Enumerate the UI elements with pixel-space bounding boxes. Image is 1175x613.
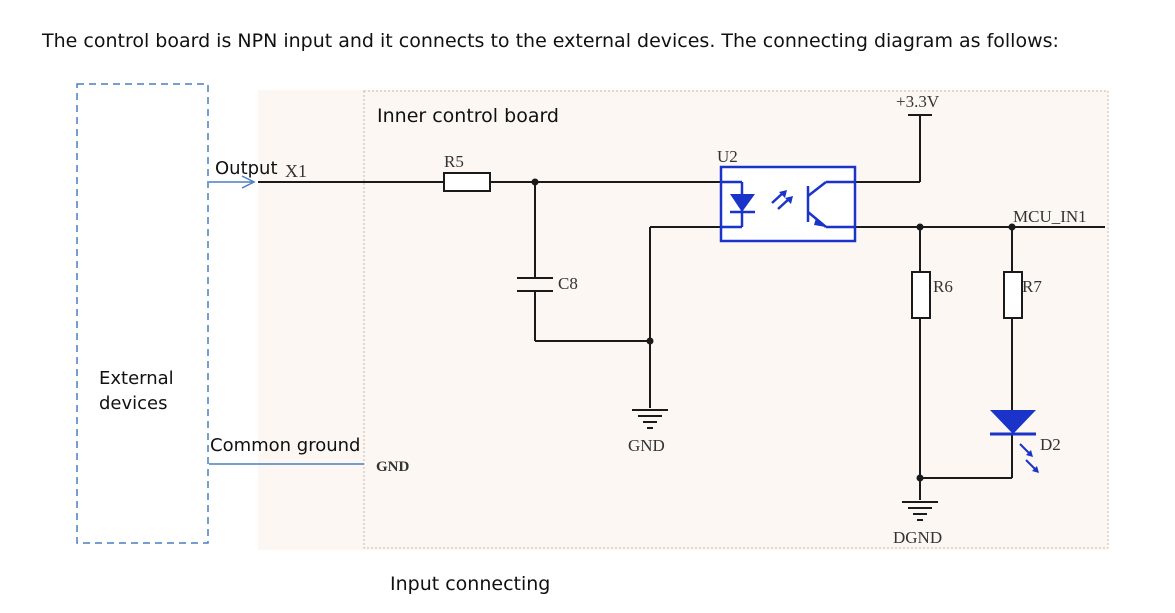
circuit-wires (258, 115, 1105, 500)
component-label-d2: D2 (1040, 435, 1061, 454)
resistor-r6 (911, 271, 931, 319)
resistor-r5 (443, 172, 491, 192)
dgnd-symbol (902, 501, 938, 521)
component-label-r6: R6 (933, 277, 953, 296)
net-label-vcc: +3.3V (896, 92, 940, 111)
net-label-dgnd: DGND (893, 528, 942, 547)
board-background (258, 90, 1108, 550)
resistor-r7 (1003, 271, 1023, 319)
capacitor-c8 (517, 277, 553, 292)
component-label-u2: U2 (717, 147, 738, 166)
net-label-x1: X1 (285, 161, 307, 181)
page-heading: The control board is NPN input and it co… (42, 30, 1059, 52)
component-label-r7: R7 (1022, 277, 1042, 296)
external-devices-box (76, 83, 209, 544)
external-devices-label-2: devices (99, 393, 168, 414)
net-label-gnd: GND (628, 436, 665, 455)
junction-dots (531, 178, 1016, 482)
gnd-symbol (632, 409, 668, 429)
optocoupler-u2 (719, 165, 857, 243)
board-outline (363, 90, 1109, 549)
diagram-caption: Input connecting (390, 573, 551, 595)
common-ground-label: Common ground (210, 435, 360, 456)
component-label-c8: C8 (558, 274, 578, 293)
output-label: Output (215, 158, 278, 179)
output-connection-arrow (209, 175, 256, 189)
led-d2 (990, 410, 1039, 473)
net-label-gnd-input: GND (376, 459, 410, 475)
component-label-r5: R5 (444, 152, 464, 171)
net-label-mcu-in1: MCU_IN1 (1013, 207, 1087, 226)
external-devices-label-1: External (99, 368, 174, 389)
board-title: Inner control board (377, 105, 559, 127)
